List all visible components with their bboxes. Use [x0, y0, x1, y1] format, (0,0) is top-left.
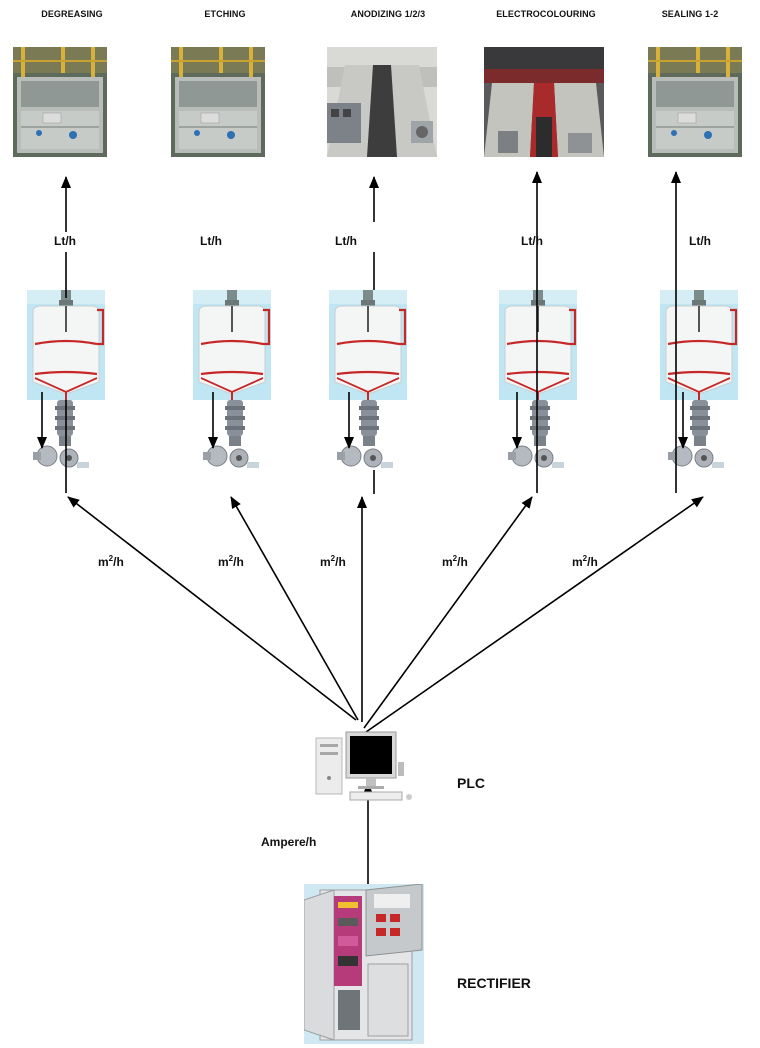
pump-anodizing — [337, 400, 393, 469]
area-label-anodizing: m2/h — [320, 554, 346, 569]
photo-electrocolouring — [484, 47, 604, 157]
rectifier-label: RECTIFIER — [457, 975, 531, 991]
plc-arrow-degreasing — [67, 496, 357, 721]
dosing-tank-anodizing — [329, 290, 407, 400]
dosing-tank-etching — [193, 290, 271, 400]
pump-etching — [203, 400, 259, 469]
stage-title-anodizing: ANODIZING 1/2/3 — [350, 9, 426, 19]
area-label-degreasing: m2/h — [98, 554, 124, 569]
dosing-tank-electrocolouring — [499, 290, 577, 400]
flow-label-etching: Lt/h — [200, 234, 222, 248]
flow-label-degreasing: Lt/h — [54, 234, 76, 248]
photo-etching — [171, 47, 265, 157]
plc-computer — [315, 731, 413, 801]
area-label-etching: m2/h — [218, 554, 244, 569]
dosing-tank-degreasing — [27, 290, 105, 400]
stage-title-etching: ETCHING — [204, 9, 246, 19]
flow-label-anodizing: Lt/h — [335, 234, 357, 248]
plc-label: PLC — [457, 775, 485, 791]
stage-title-electrocolouring: ELECTROCOLOURING — [496, 9, 596, 19]
area-label-sealing: m2/h — [572, 554, 598, 569]
dosing-tank-sealing — [660, 290, 738, 400]
photo-degreasing — [13, 47, 107, 157]
stage-title-degreasing: DEGREASING — [41, 9, 103, 19]
area-label-electrocolouring: m2/h — [442, 554, 468, 569]
photo-anodizing — [327, 47, 437, 157]
plc-arrow-sealing — [365, 496, 704, 733]
ampere-label: Ampere/h — [261, 835, 317, 849]
flow-label-sealing: Lt/h — [689, 234, 711, 248]
stage-title-sealing: SEALING 1-2 — [661, 9, 719, 19]
rectifier-cabinet — [304, 884, 424, 1044]
photo-sealing — [648, 47, 742, 157]
plc-arrow-etching — [230, 496, 359, 721]
flow-label-electrocolouring: Lt/h — [521, 234, 543, 248]
plc-arrow-electrocolouring — [363, 496, 533, 729]
